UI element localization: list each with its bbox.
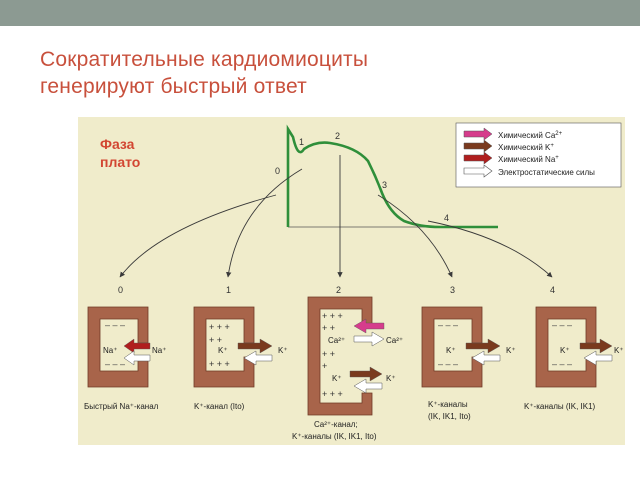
cell-0-outer-ion: Na⁺ [152,346,166,355]
cell-3-minus-row-1: – – – [438,320,458,330]
action-potential-curve [286,124,498,229]
cell-1-inner-ion: K⁺ [218,346,228,355]
cell-0-caption: Быстрый Na⁺-канал [84,402,159,411]
curve-phase-3: 3 [382,180,387,190]
cell-0-na-arrow [123,338,151,354]
cell-2-k-arrow [349,366,383,382]
cell-4-minus-row-1: – – – [552,320,572,330]
cell-4-inner-ion: K⁺ [560,346,570,355]
cell-3-k-arrow [465,338,501,354]
slide-title-line-2: генерируют быстрый ответ [40,75,307,98]
curve-phase-2: 2 [335,131,340,141]
legend-k-arrow [463,139,493,153]
slide-top-bar [0,0,640,26]
cell-1-outer-ion: K⁺ [278,346,288,355]
cell-phase-4: 4 – – – – – – K⁺ K⁺ K⁺-каналы (IK, IK1) [524,285,624,411]
cell-phase-2: 2 + + + + + + + + + + + Ca²⁺ Ca²⁺ K⁺ K⁺ … [292,285,403,441]
cell-phase-1: 1 + + + + + + + + K⁺ K⁺ K⁺-канал (Ito) [193,285,288,411]
arrow-phase-0 [119,194,277,278]
cell-1-caption: K⁺-канал (Ito) [194,402,245,411]
cell-1-electrostatic-arrow [243,350,273,366]
legend: Химический Ca2+ Химический K+ Химический… [455,122,622,188]
slide-title: Сократительные кардиомиоциты генерируют … [40,46,620,100]
cell-1-plus-row-3: + + + [209,359,230,369]
cell-phase-0: 0 – – – – – – Na⁺ Na⁺ Быстрый Na⁺-канал [84,285,166,411]
cell-4-phase-number: 4 [550,285,555,295]
cell-2-k-inner: K⁺ [332,374,342,383]
cell-0-phase-number: 0 [118,285,123,295]
cell-2-ca-outer: Ca²⁺ [386,336,403,345]
cell-2-caption-line-1: Ca²⁺-канал; [314,420,358,429]
legend-na-arrow [463,151,493,165]
legend-ca-arrow [463,127,493,141]
legend-electrostatic-arrow [463,164,493,178]
curve-phase-0: 0 [275,166,280,176]
cell-2-k-outer: K⁺ [386,374,396,383]
cell-phase-3: 3 – – – – – – K⁺ K⁺ K⁺-каналы (IK, IK1, … [421,285,516,421]
slide-title-line-1: Сократительные кардиомиоциты [40,48,369,71]
cell-4-minus-row-2: – – – [552,359,572,369]
cell-2-plus-row-4: + [322,361,327,371]
arrow-phase-1 [226,168,303,278]
cell-2-k-electrostatic-arrow [353,378,383,394]
cell-2-ca-electrostatic-arrow [353,331,385,347]
cell-0-minus-row-2: – – – [105,359,125,369]
curve-phase-4: 4 [444,213,449,223]
cell-3-phase-number: 3 [450,285,455,295]
curve-phase-1: 1 [299,137,304,147]
cell-0-inner-ion: Na⁺ [103,346,117,355]
cell-1-plus-row-1: + + + [209,322,230,332]
legend-k-label: Химический K+ [498,143,554,152]
cell-3-caption-line-2: (IK, IK1, Ito) [428,412,471,421]
cell-2-caption-line-2: K⁺-каналы (IK, IK1, Ito) [292,432,377,441]
cell-3-electrostatic-arrow [471,350,501,366]
cell-2-plus-row-1: + + + [322,311,343,321]
cell-0-minus-row-1: – – – [105,320,125,330]
legend-electrostatic-label: Электростатические силы [498,168,595,177]
figure-svg: Фаза плато 0 1 2 3 4 Химический Ca2+ Хим… [78,117,625,445]
cell-3-outer-ion: K⁺ [506,346,516,355]
plateau-label-line-1: Фаза [100,136,135,152]
cell-2-phase-number: 2 [336,285,341,295]
action-potential-figure: Фаза плато 0 1 2 3 4 Химический Ca2+ Хим… [78,117,625,445]
cell-3-minus-row-2: – – – [438,359,458,369]
plateau-label-line-2: плато [100,154,140,170]
legend-ca-label: Химический Ca2+ [498,131,563,140]
cell-4-electrostatic-arrow [583,350,613,366]
arrow-phase-3 [377,194,453,278]
arrow-phase-4 [427,220,553,278]
cell-4-k-arrow [579,338,613,354]
cell-2-ca-arrow [353,318,385,334]
legend-na-label: Химический Na+ [498,155,559,164]
cell-1-plus-row-2: + + [209,335,222,345]
cell-3-inner-ion: K⁺ [446,346,456,355]
cell-2-plus-row-2: + + [322,323,335,333]
cell-3-caption-line-1: K⁺-каналы [428,400,468,409]
cell-4-outer-ion: K⁺ [614,346,624,355]
cell-1-k-arrow [237,338,273,354]
cell-2-ca-inner: Ca²⁺ [328,336,345,345]
cell-2-plus-row-5: + + + [322,389,343,399]
cell-0-electrostatic-arrow [123,350,151,366]
cell-2-plus-row-3: + + [322,349,335,359]
cell-1-phase-number: 1 [226,285,231,295]
cell-4-caption: K⁺-каналы (IK, IK1) [524,402,596,411]
